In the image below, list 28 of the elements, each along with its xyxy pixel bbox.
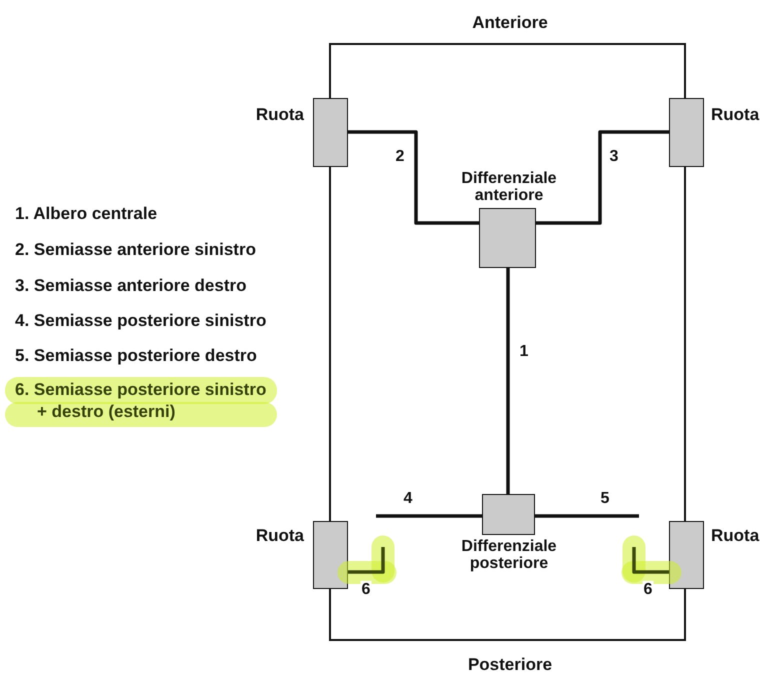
parts-list-item: 2. Semiasse anteriore sinistro: [15, 239, 257, 261]
wheel-block: [669, 521, 704, 589]
axle-shaft-line: [348, 130, 479, 225]
axle-shaft-line: [348, 547, 385, 574]
differential-box: [482, 494, 534, 534]
parts-list-item: 1. Albero centrale: [15, 203, 158, 225]
axle-shaft-line: [376, 514, 482, 518]
chassis-end-label: Posteriore: [468, 654, 552, 674]
parts-list-item: 3. Semiasse anteriore destro: [15, 275, 248, 297]
wheel-label: Ruota: [711, 104, 760, 124]
axle-shaft-line: [632, 547, 669, 574]
chassis-frame: [329, 43, 686, 641]
parts-list-item: 5. Semiasse posteriore destro: [15, 345, 258, 367]
chassis-end-label: Anteriore: [472, 12, 548, 32]
parts-list-item: 4. Semiasse posteriore sinistro: [15, 310, 268, 332]
wheel-block: [313, 98, 348, 167]
highlighted-list-item: 6. Semiasse posteriore sinistro + destro (esterni): [5, 377, 277, 427]
wheel-label: Ruota: [256, 104, 304, 124]
wheel-label: Ruota: [711, 526, 760, 546]
wheel-block: [669, 98, 704, 167]
wheel-block: [313, 521, 348, 589]
axle-shaft-line: [535, 514, 639, 518]
differential-label: Differenziale posteriore: [460, 538, 558, 572]
wheel-label: Ruota: [256, 526, 304, 546]
axle-shaft-line: [536, 130, 669, 225]
differential-box: [478, 208, 536, 268]
axle-shaft-line: [506, 268, 510, 494]
differential-label: Differenziale anteriore: [460, 170, 558, 204]
